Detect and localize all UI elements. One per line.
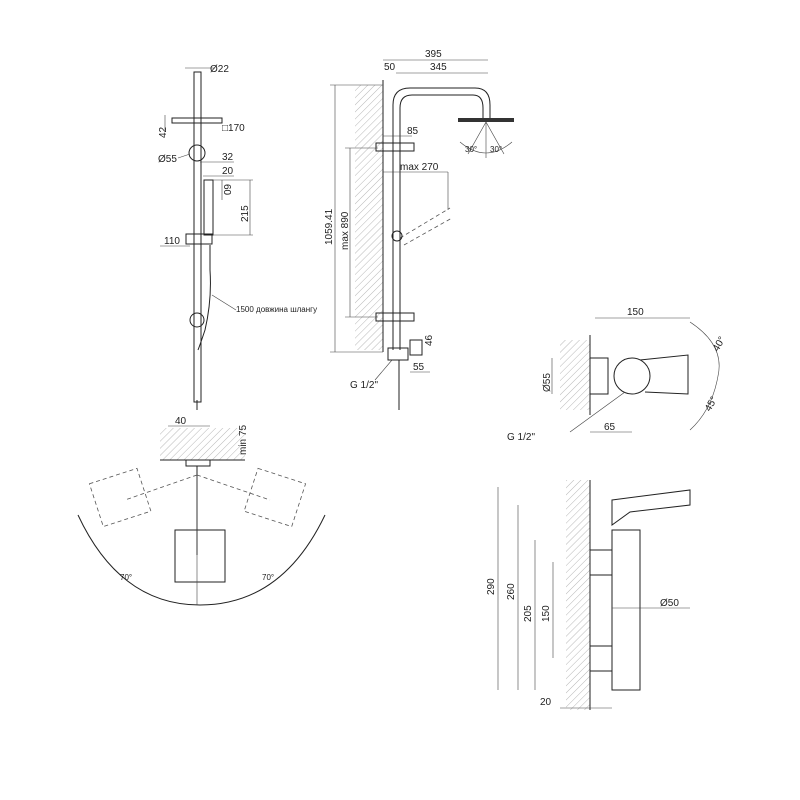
dim-spacing: 150 <box>541 605 552 622</box>
thread-label: G 1/2" <box>350 380 378 391</box>
dim-pipe-diameter: Ø22 <box>210 64 229 75</box>
mixer-body <box>613 357 651 395</box>
dim-min-depth: min 75 <box>238 425 249 455</box>
dim-spacing: 40 <box>175 416 187 427</box>
angle-left: 70° <box>120 573 132 582</box>
dim-wall-offset: 50 <box>384 62 396 73</box>
angle-up: 40° <box>711 335 728 354</box>
dim-handshower-top: 60 <box>221 184 232 196</box>
dim-bracket-depth: 110 <box>164 236 180 247</box>
spray-angle-right: 30° <box>490 145 502 154</box>
spray-angle-left: 30° <box>465 145 477 154</box>
dim-total-height: 290 <box>486 578 497 595</box>
mixer-side-view: 290 260 205 150 Ø50 20 <box>486 480 691 710</box>
mixer-body-side <box>611 529 641 691</box>
dim-outlet-height: 46 <box>424 334 435 346</box>
wall-bracket <box>189 312 205 328</box>
dim-wall-gap: 20 <box>540 697 552 708</box>
front-view: Ø22 42 □170 Ø55 32 20 60 215 110 1500 до… <box>158 64 317 410</box>
side-view: 30° 30° 395 50 345 85 max 270 1059.41 ma… <box>324 49 514 410</box>
dim-holder-diameter: Ø55 <box>158 154 177 165</box>
dim-arm-reach: 345 <box>430 62 447 73</box>
wall-hatch <box>355 85 383 350</box>
thread-label: G 1/2" <box>507 432 535 443</box>
dim-height-205: 205 <box>523 605 534 622</box>
head-top <box>174 529 226 583</box>
dim-head-size: □170 <box>222 123 245 134</box>
mixer-top-view: 150 40° 45° Ø55 G 1/2" 65 <box>507 307 728 443</box>
dim-handshower-offset: 32 <box>222 152 234 163</box>
dim-handshower-length: 215 <box>240 205 251 222</box>
angle-right: 70° <box>262 573 274 582</box>
slider-holder <box>188 144 206 162</box>
hose-length-label: 1500 довжина шлангу <box>236 305 317 314</box>
dim-bracket-depth: 85 <box>407 126 419 137</box>
dim-max-reach: max 270 <box>400 162 439 173</box>
overhead-shower <box>458 118 514 122</box>
dim-head-height: 42 <box>158 126 169 138</box>
dim-diameter: Ø55 <box>542 373 553 392</box>
dim-max-height: max 890 <box>340 211 351 250</box>
shower-column <box>392 87 491 350</box>
dim-handshower-width: 20 <box>222 166 234 177</box>
dim-offset: 65 <box>604 422 616 433</box>
dim-length: 150 <box>627 307 644 318</box>
shower-pipe <box>193 71 202 403</box>
dim-outlet-depth: 55 <box>413 362 425 373</box>
hand-shower <box>203 179 214 236</box>
top-view: 40 min 75 70° 70° <box>77 416 326 606</box>
shower-head <box>171 117 223 124</box>
dim-body-diameter: Ø50 <box>660 598 679 609</box>
dim-height-260: 260 <box>506 583 517 600</box>
hose <box>197 245 211 351</box>
dim-total-height: 1059.41 <box>324 208 335 245</box>
slide-bracket <box>185 233 213 245</box>
dim-total-reach: 395 <box>425 49 442 60</box>
